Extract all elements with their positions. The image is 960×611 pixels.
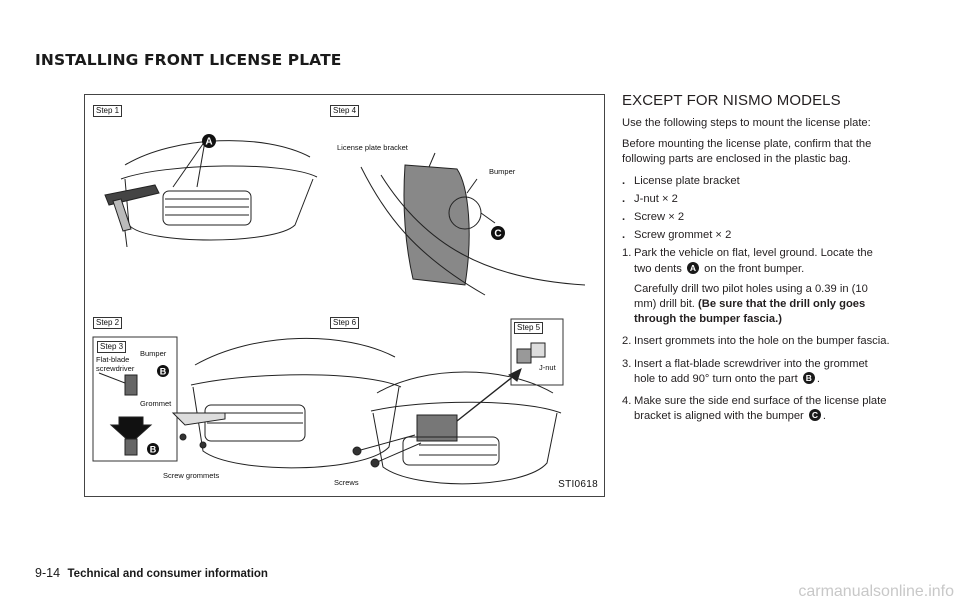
- badge-b: B: [802, 371, 815, 384]
- step-1-note: Carefully drill two pilot holes using a …: [634, 282, 868, 326]
- page-footer: 9-14 Technical and consumer information: [35, 566, 268, 580]
- callout-a: A: [202, 134, 216, 148]
- callout-c: C: [491, 226, 505, 240]
- figure-code: STI0618: [558, 479, 598, 490]
- bumper-label-step3: Bumper: [140, 349, 167, 358]
- grommet-label: Grommet: [140, 399, 172, 408]
- screws-label: Screws: [334, 478, 359, 487]
- list-item: .License plate bracket: [622, 174, 740, 187]
- svg-text:B: B: [160, 367, 167, 377]
- callout-b-bottom: B: [147, 443, 159, 455]
- step3-tag: Step 3: [97, 341, 127, 353]
- intro-paragraph: Use the following steps to mount the lic…: [622, 117, 871, 129]
- badge-a: A: [687, 261, 699, 274]
- installation-diagram: A B B C: [92, 134, 586, 485]
- parts-list: .License plate bracket .J-nut × 2 .Screw…: [622, 174, 892, 244]
- callout-b-top: B: [157, 365, 169, 377]
- license-plate-bracket-label: License plate bracket: [337, 143, 408, 152]
- svg-text:A: A: [205, 137, 212, 148]
- j-nut-label: J-nut: [539, 363, 556, 372]
- step-2: 2. Insert grommets into the hole on the …: [622, 335, 890, 348]
- list-item: .Screw × 2: [622, 211, 685, 224]
- step-3: 3. Insert a flat-blade screwdriver into …: [622, 357, 868, 385]
- step2-tag: Step 2: [93, 317, 123, 329]
- step1-tag: Step 1: [93, 105, 123, 117]
- bumper-label-step4: Bumper: [489, 167, 516, 176]
- step5-tag: Step 5: [514, 322, 544, 334]
- flat-blade-label: Flat-blade: [96, 355, 130, 364]
- screw-grommets-label: Screw grommets: [163, 471, 220, 480]
- section-heading: EXCEPT FOR NISMO MODELS: [622, 92, 841, 109]
- page-number: 9-14: [35, 566, 61, 580]
- list-item: .J-nut × 2: [622, 192, 678, 205]
- confirm-paragraph: Before mounting the license plate, confi…: [622, 138, 872, 166]
- svg-text:C: C: [494, 229, 501, 240]
- watermark: carmanualsonline.info: [798, 583, 954, 600]
- screwdriver-label: screwdriver: [96, 364, 135, 373]
- svg-text:B: B: [150, 445, 157, 455]
- instructions-column: EXCEPT FOR NISMO MODELS Use the followin…: [622, 92, 892, 431]
- page-title: INSTALLING FRONT LICENSE PLATE: [35, 51, 342, 69]
- step-4: 4. Make sure the side end surface of the…: [622, 395, 887, 423]
- step4-tag: Step 4: [330, 105, 360, 117]
- badge-c: C: [808, 409, 821, 422]
- step6-tag: Step 6: [330, 317, 360, 329]
- list-item: .Screw grommet × 2: [622, 229, 732, 242]
- installation-figure: A B B C Step 1 Step 4 Step 2 Step 6 Step…: [84, 94, 605, 497]
- section-name: Technical and consumer information: [67, 568, 268, 580]
- step-1: 1. Park the vehicle on flat, level groun…: [622, 246, 892, 327]
